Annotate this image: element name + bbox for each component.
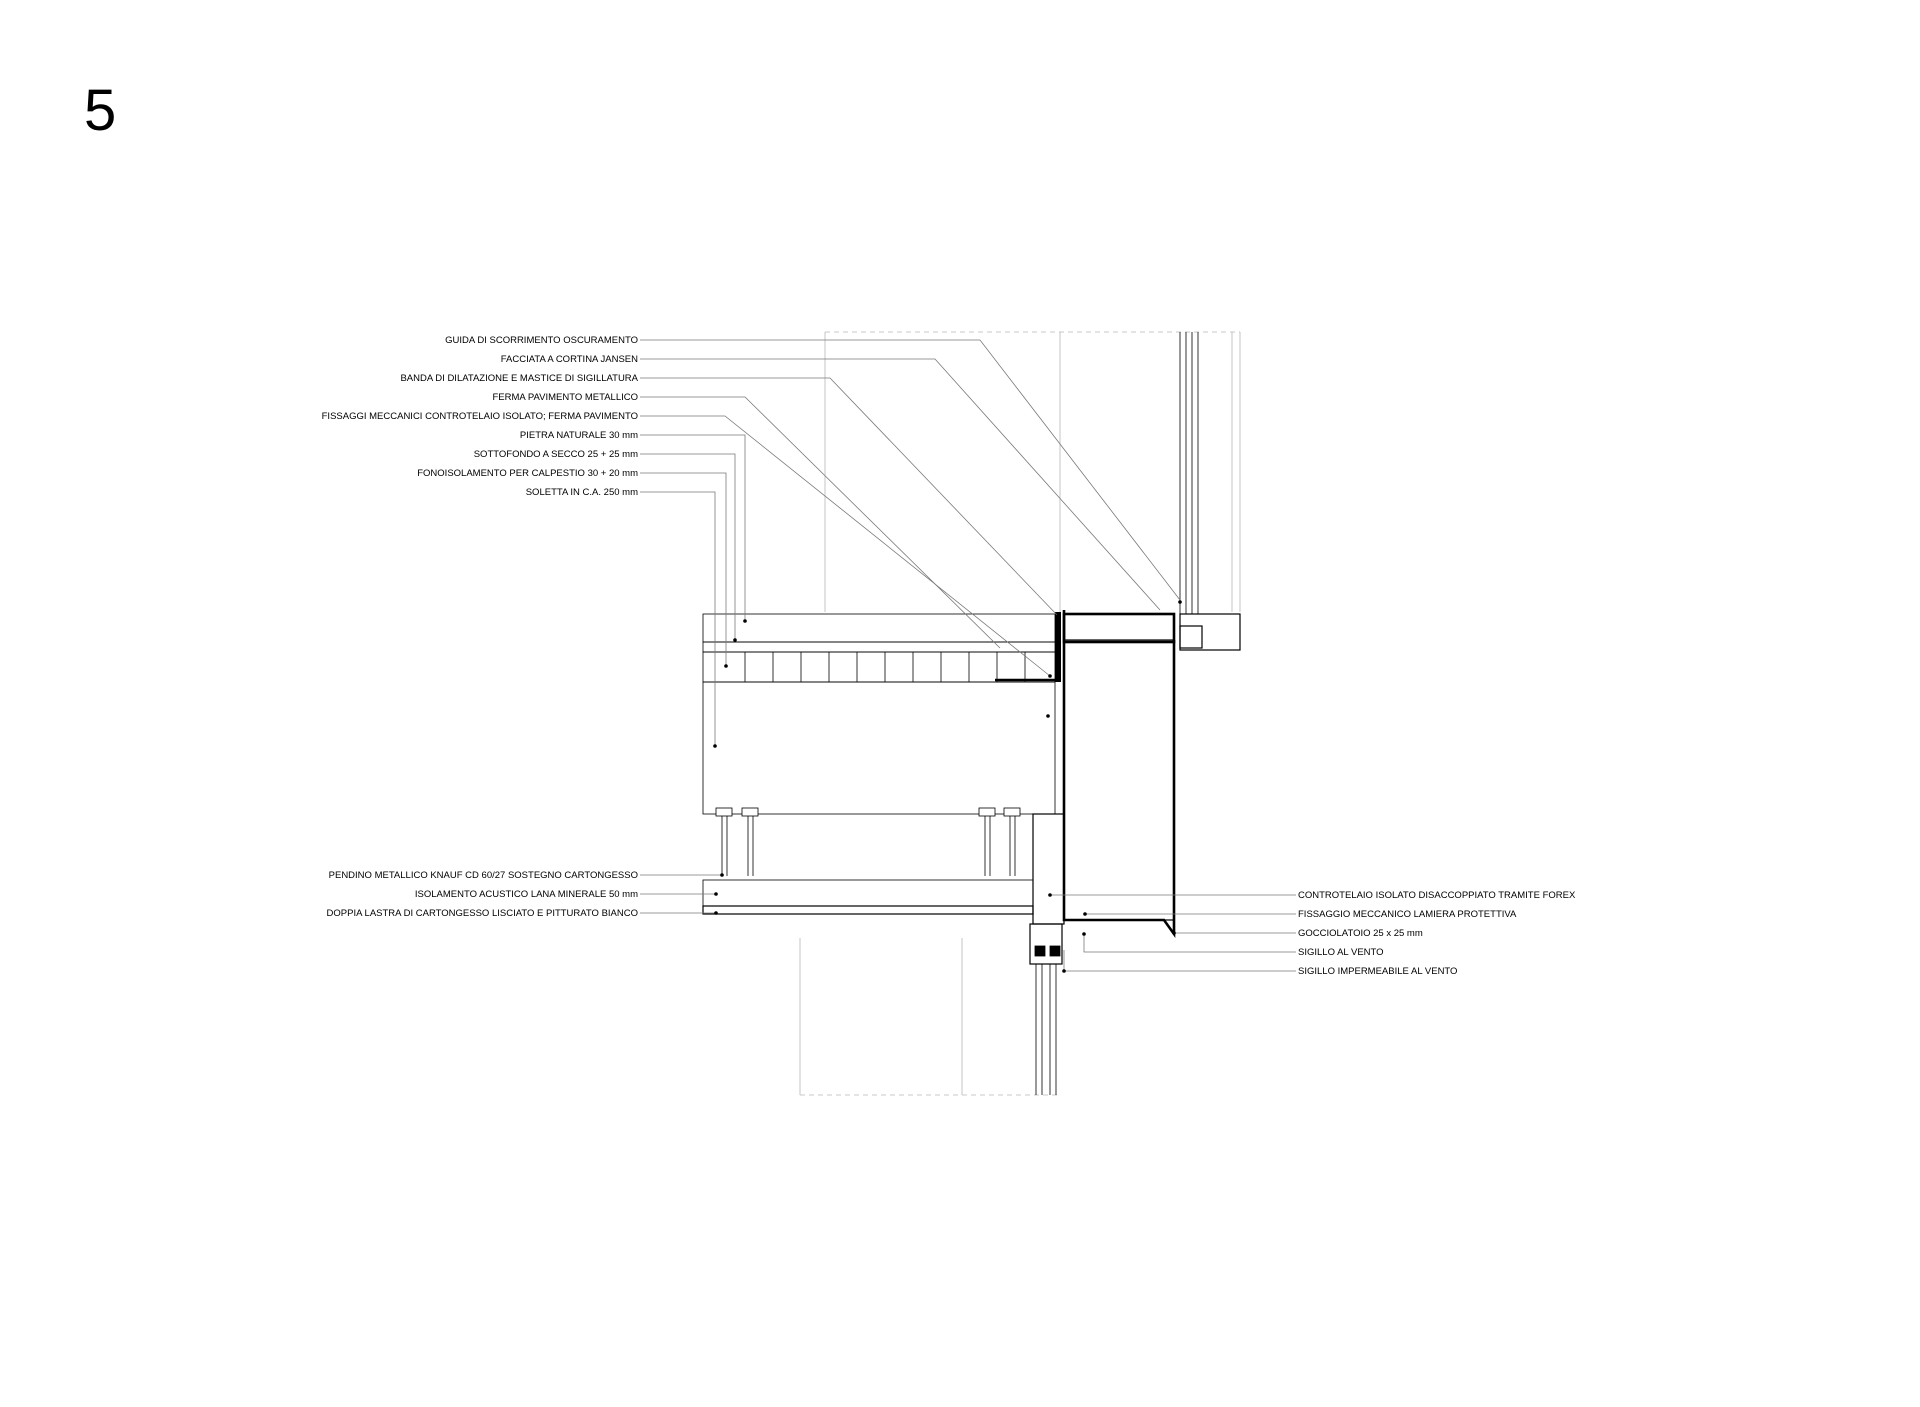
sliding-track-box [1062,612,1176,644]
label-concrete-slab: SOLETTA IN C.A. 250 mm [526,487,638,498]
leader-lines-left-bottom [640,874,722,914]
mineral-wool-layer [702,879,1034,907]
suspended-ceiling [702,807,1034,915]
label-metal-hanger: PENDINO METALLICO KNAUF CD 60/27 SOSTEGN… [329,870,638,881]
metal-floor-stop [1055,612,1061,682]
label-wind-seal: SIGILLO AL VENTO [1298,947,1384,958]
concrete-slab [702,681,1056,815]
label-drip-edge: GOCCIOLATOIO 25 x 25 mm [1298,928,1423,939]
label-floor-stop: FERMA PAVIMENTO METALLICO [492,392,638,403]
curtain-wall-mullions [1179,332,1199,614]
labels-right: CONTROTELAIO ISOLATO DISACCOPPIATO TRAMI… [1298,890,1576,977]
leader-dots-right [1048,893,1176,973]
labels-left-bottom: PENDINO METALLICO KNAUF CD 60/27 SOSTEGN… [327,870,639,919]
insulated-subframe [1063,639,1175,921]
sheet-number: 5 [84,78,117,143]
leader-lines-left-top [640,339,1181,746]
facade-edge [1029,332,1241,1095]
curtain-wall-head [1179,613,1241,651]
curtain-wall-gasket [1179,625,1203,649]
insulation-joints [744,652,1026,682]
label-natural-stone: PIETRA NATURALE 30 mm [520,430,638,441]
ghost-context-lines [799,331,1241,1096]
floor-stack [702,612,1061,815]
label-dry-screed: SOTTOFONDO A SECCO 25 + 25 mm [474,449,638,460]
lower-frame-block [1032,813,1065,925]
label-curtain-wall: FACCIATA A CORTINA JANSEN [501,354,638,365]
metal-hangers [715,807,1021,876]
lower-window-frame [1029,923,1063,1095]
label-insulated-subframe: CONTROTELAIO ISOLATO DISACCOPPIATO TRAMI… [1298,890,1576,901]
label-mechanical-fixings: FISSAGGI MECCANICI CONTROTELAIO ISOLATO;… [322,411,638,422]
label-sliding-track: GUIDA DI SCORRIMENTO OSCURAMENTO [445,335,638,346]
dry-screed-layer [702,641,1056,653]
label-expansion-band: BANDA DI DILATAZIONE E MASTICE DI SIGILL… [400,373,638,384]
leader-dots-left-bottom [714,873,724,915]
label-sheet-fixing: FISSAGGIO MECCANICO LAMIERA PROTETTIVA [1298,909,1517,920]
label-mineral-wool: ISOLAMENTO ACUSTICO LANA MINERALE 50 mm [415,889,638,900]
label-waterproof-wind-seal: SIGILLO IMPERMEABILE AL VENTO [1298,966,1457,977]
leader-dots-left-top [713,600,1182,748]
label-footstep-insulation: FONOISOLAMENTO PER CALPESTIO 30 + 20 mm [417,468,638,479]
plasterboard-layer [702,905,1034,915]
footstep-insulation-layer [702,651,1056,683]
labels-left-top: GUIDA DI SCORRIMENTO OSCURAMENTO FACCIAT… [322,335,639,498]
label-plasterboard: DOPPIA LASTRA DI CARTONGESSO LISCIATO E … [327,908,638,919]
